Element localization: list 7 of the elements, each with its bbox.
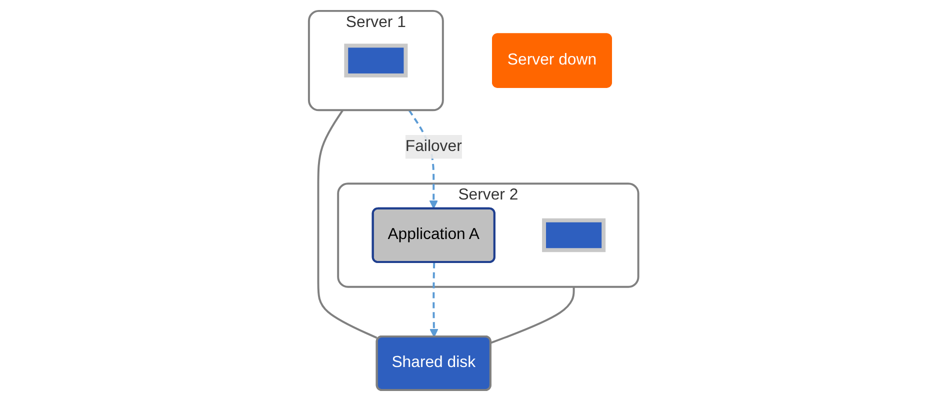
node-box: [542, 218, 606, 252]
node-box: [344, 44, 408, 78]
arrow: [430, 262, 439, 338]
connector: [490, 286, 576, 344]
connector: [318, 110, 378, 339]
cluster: Server 1: [308, 10, 444, 112]
edge-label: Failover: [406, 138, 462, 155]
